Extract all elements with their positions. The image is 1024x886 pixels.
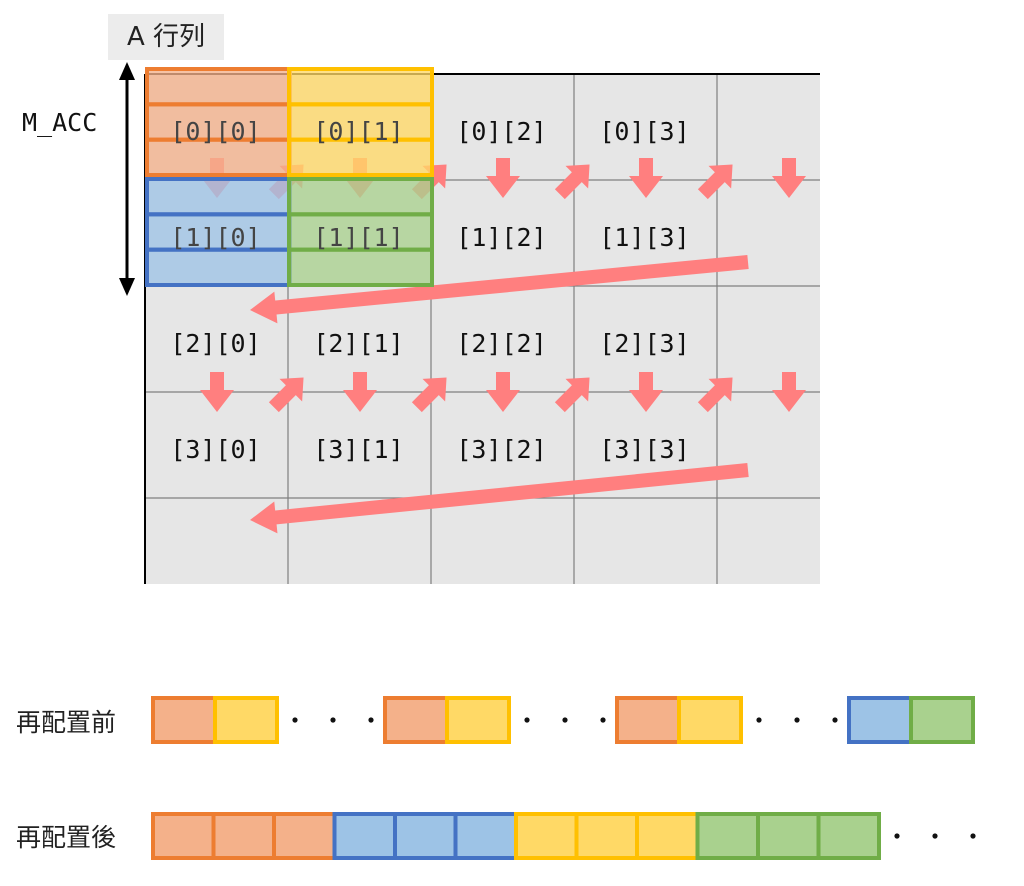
row-wrap-arrow: [250, 255, 749, 324]
cell-label: [0][0]: [170, 117, 260, 146]
ellipsis-dot: [970, 833, 976, 839]
matrix-title: A 行列: [108, 14, 224, 60]
m-acc-label: M_ACC: [22, 108, 98, 137]
cell-label: [3][3]: [599, 435, 689, 464]
down-arrow: [629, 158, 663, 198]
ellipsis-dot: [330, 717, 336, 723]
block-border: [677, 696, 743, 744]
down-arrow: [772, 372, 806, 412]
cell-label: [2][3]: [599, 329, 689, 358]
cell-label: [1][1]: [313, 223, 403, 252]
cell-label: [1][3]: [599, 223, 689, 252]
ellipsis-dot: [932, 833, 938, 839]
ellipsis-dot: [794, 717, 800, 723]
before-rearrange-label: 再配置前: [16, 708, 117, 737]
up-right-arrow: [554, 164, 590, 200]
memory-block: [516, 814, 698, 858]
memory-block: [334, 814, 516, 858]
tile-01-yellow: [287, 67, 434, 178]
memory-block: [153, 814, 335, 858]
cell-label: [1][2]: [456, 223, 546, 252]
cell-label: [3][1]: [313, 435, 403, 464]
down-arrow: [200, 372, 234, 412]
ellipsis-dot: [292, 717, 298, 723]
before-row: [151, 696, 975, 744]
down-arrow: [343, 372, 377, 412]
tile-11-green: [287, 177, 434, 288]
tile-10-blue: [145, 177, 292, 288]
memory-block: [679, 698, 741, 742]
memory-block: [215, 698, 277, 742]
memory-block: [153, 698, 215, 742]
cell-label: [2][0]: [170, 329, 260, 358]
after-row: [151, 812, 976, 860]
down-arrow: [486, 158, 520, 198]
cell-label: [0][3]: [599, 117, 689, 146]
tile-overlays: [145, 67, 434, 288]
block-border: [909, 696, 975, 744]
ellipsis-dot: [368, 717, 374, 723]
up-right-arrow: [697, 164, 733, 200]
up-right-arrow: [554, 377, 590, 413]
down-arrow: [772, 158, 806, 198]
cell-label: [1][0]: [170, 223, 260, 252]
ellipsis-dot: [894, 833, 900, 839]
ellipsis-dot: [562, 717, 568, 723]
cell-labels: [0][0] [0][1] [0][2] [0][3] [1][0] [1][1] [1][…: [170, 117, 689, 464]
after-rearrange-label: 再配置後: [16, 823, 117, 852]
block-border: [695, 812, 881, 860]
block-border: [445, 696, 511, 744]
ellipsis-dot: [524, 717, 530, 723]
cell-label: [0][1]: [313, 117, 403, 146]
down-arrow: [486, 372, 520, 412]
up-right-arrow: [268, 377, 304, 413]
memory-block: [617, 698, 679, 742]
cell-label: [0][2]: [456, 117, 546, 146]
memory-block: [447, 698, 509, 742]
row-wrap-arrow: [249, 463, 749, 534]
ellipsis-dot: [600, 717, 606, 723]
memory-block: [697, 814, 879, 858]
ellipsis-dot: [756, 717, 762, 723]
block-border: [213, 696, 279, 744]
down-arrow: [629, 372, 663, 412]
ellipsis-dot: [832, 717, 838, 723]
cell-label: [2][1]: [313, 329, 403, 358]
up-right-arrow: [411, 377, 447, 413]
memory-block: [385, 698, 447, 742]
cell-label: [3][0]: [170, 435, 260, 464]
cell-label: [2][2]: [456, 329, 546, 358]
m-acc-double-arrow: [119, 62, 135, 296]
memory-layout-rows: [151, 696, 976, 860]
memory-block: [849, 698, 911, 742]
up-right-arrow: [697, 377, 733, 413]
cell-label: [3][2]: [456, 435, 546, 464]
memory-block: [911, 698, 973, 742]
